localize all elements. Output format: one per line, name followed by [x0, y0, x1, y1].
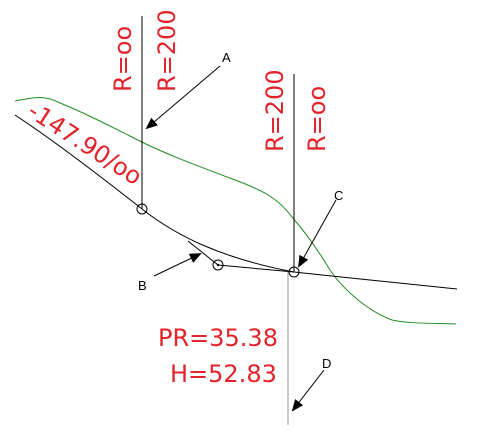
- callout-label-b: B: [138, 278, 147, 293]
- callout-label-c: C: [334, 188, 343, 203]
- tangent-line: [187, 240, 219, 266]
- callout-arrow-c: [298, 199, 337, 268]
- callout-label-a: A: [222, 50, 231, 65]
- pr-value-label: PR=35.38: [158, 324, 278, 352]
- radius-label-right-200: R=200: [261, 69, 289, 152]
- alignment-profile-line: [14, 114, 458, 290]
- callout-arrow-b: [153, 253, 202, 277]
- point-marker-middle-dot: [216, 263, 220, 267]
- point-marker-right: [288, 266, 300, 278]
- callout-arrow-a: [145, 65, 221, 130]
- radius-label-left-200: R=200: [153, 9, 181, 92]
- point-marker-middle: [212, 259, 224, 271]
- radius-label-right-infinite: R=oo: [303, 86, 331, 152]
- tangent-line-2: [217, 264, 295, 273]
- point-marker-left: [136, 203, 148, 215]
- radius-label-left-infinite: R=oo: [109, 26, 137, 92]
- h-value-label: H=52.83: [170, 360, 277, 388]
- callout-arrow-d: [291, 369, 325, 412]
- terrain-profile-line: [14, 97, 457, 325]
- slope-label: -147.90/oo: [23, 97, 147, 191]
- callout-label-d: D: [322, 356, 331, 371]
